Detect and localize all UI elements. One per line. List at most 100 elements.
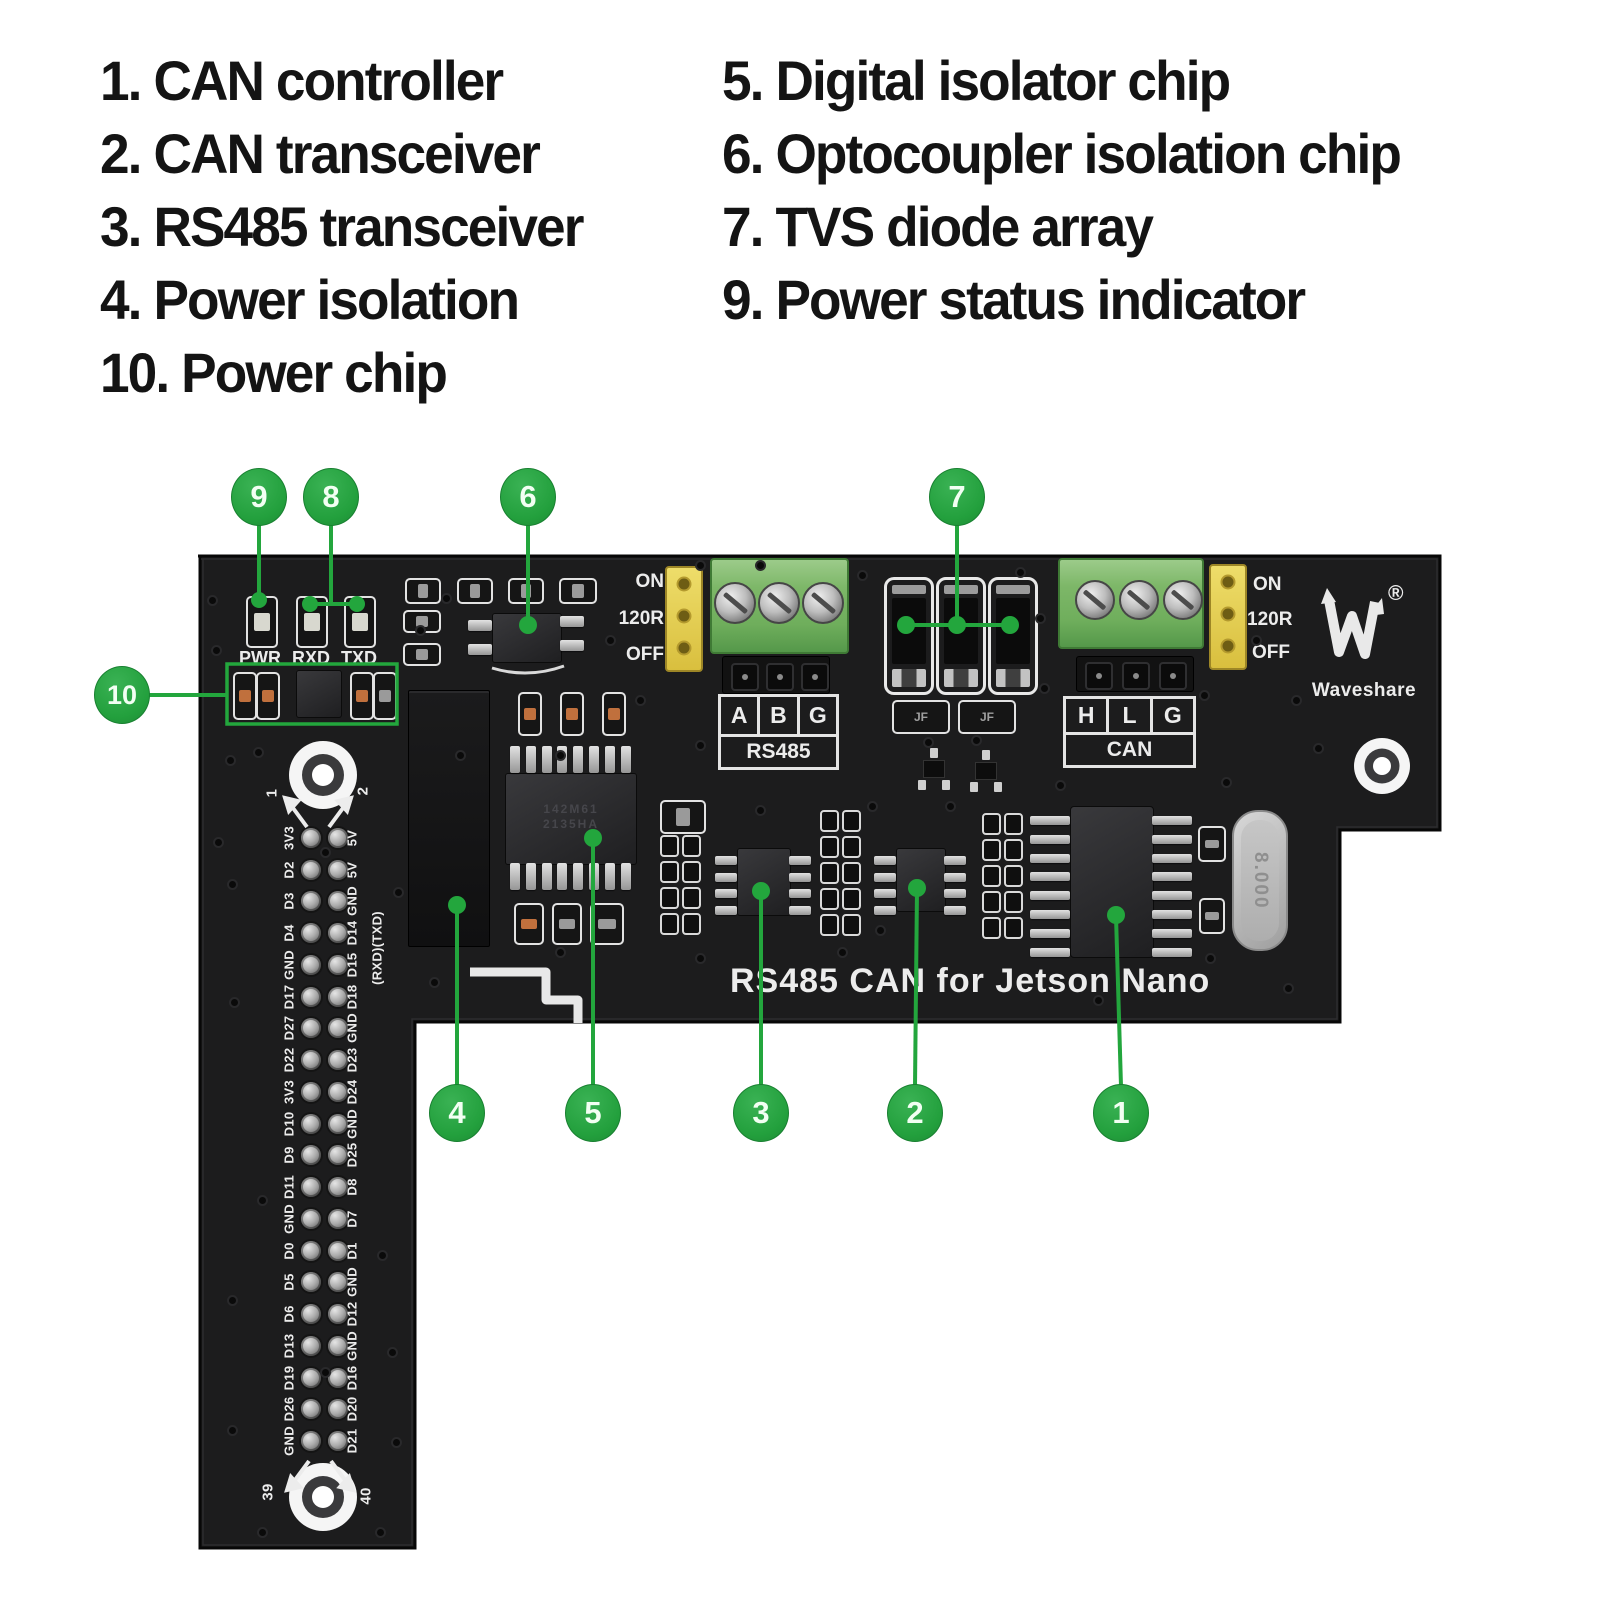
chip-lead: [1152, 834, 1192, 844]
gpio-pin: [328, 1431, 348, 1452]
can-port-label: CAN: [1066, 732, 1193, 765]
smd-component: [457, 578, 493, 604]
via-dot: [1293, 697, 1300, 704]
can-pin-l: L: [1109, 699, 1153, 732]
via-dot: [322, 1369, 329, 1376]
smd-array-cell: [982, 865, 1001, 887]
terminal-screw-icon: [1163, 580, 1203, 620]
via-dot: [215, 839, 222, 846]
legend-item: 7. TVS diode array: [722, 195, 1154, 258]
smd-array-cell: [820, 888, 839, 910]
via-dot: [1037, 615, 1044, 622]
chip-lead: [1030, 834, 1070, 844]
rs485-120r-jumper: [665, 566, 703, 672]
legend-left-column: 1. CAN controller 2. CAN transceiver 3. …: [100, 44, 584, 409]
callout-bubble-5: 5: [565, 1084, 621, 1142]
smd-component: [559, 578, 597, 604]
gpio-pin: [301, 1367, 321, 1388]
smd-component: [514, 903, 544, 945]
via-dot: [1315, 745, 1322, 752]
smd-array-cell: [842, 836, 861, 858]
chip-lead: [1152, 928, 1192, 938]
callout-bubble-7: 7: [929, 468, 985, 526]
smd-array-cell: [660, 913, 679, 935]
gpio-pin: [301, 1113, 321, 1134]
smd-component: [552, 903, 582, 945]
via-dot: [697, 562, 704, 569]
rs485-port-label: RS485: [721, 734, 836, 767]
callout-line-1: [1114, 915, 1123, 1087]
chip-lead: [874, 856, 896, 865]
smd-array-cell: [660, 887, 679, 909]
via-dot: [322, 849, 329, 856]
smd-array-cell: [660, 861, 679, 883]
terminal-screw-icon: [758, 582, 800, 624]
via-dot: [395, 889, 402, 896]
brand-name: Waveshare: [1311, 680, 1417, 701]
sot23-transistor: [916, 748, 952, 796]
pin1-arrow-icon: [291, 806, 309, 829]
smd-component: [256, 672, 280, 720]
can-pin-h: H: [1066, 699, 1110, 732]
legend-item: 10. Power chip: [100, 341, 448, 404]
gpio-pin: [328, 1335, 348, 1356]
gpio-pin: [328, 828, 348, 848]
via-dot: [1057, 782, 1064, 789]
chip-lead: [1030, 928, 1070, 938]
chip-lead: [468, 620, 492, 631]
terminal-screw-icon: [802, 582, 844, 624]
gpio-pin: [301, 1431, 321, 1452]
gpio-pin: [328, 1272, 348, 1293]
via-dot: [757, 562, 764, 569]
via-dot: [379, 1252, 386, 1259]
gpio-pin: [301, 859, 321, 880]
smd-array-cell: [842, 862, 861, 884]
chip-lead: [604, 863, 615, 890]
via-dot: [757, 807, 764, 814]
rs485-jumper-label-off: OFF: [626, 644, 664, 665]
gpio-pin: [328, 1081, 348, 1102]
chip-lead: [874, 889, 896, 898]
gpio-pin: [328, 1367, 348, 1388]
smd-array-cell: [820, 836, 839, 858]
rs485-pin-a: A: [721, 697, 761, 734]
callout-line-2: [913, 888, 919, 1087]
legend-right-column: 5. Digital isolator chip 6. Optocoupler …: [722, 44, 1402, 336]
pin40-arrowhead-icon: [336, 1473, 356, 1493]
gpio-pin: [328, 859, 348, 880]
via-dot: [229, 1427, 236, 1434]
via-dot: [1223, 779, 1230, 786]
smd-component: [560, 692, 584, 736]
legend-item: 5. Digital isolator chip: [722, 49, 1231, 112]
can-controller-chip: [1070, 806, 1154, 958]
gpio-pin: [301, 1208, 321, 1229]
via-dot: [925, 739, 932, 746]
can-pinout-table: H L G CAN: [1063, 696, 1196, 768]
chip-lead: [1152, 853, 1192, 863]
callout-bubble-8: 8: [303, 468, 359, 526]
gpio-pin: [328, 1208, 348, 1229]
chip-lead: [1030, 947, 1070, 957]
chip-lead: [557, 746, 568, 773]
via-dot: [393, 1439, 400, 1446]
registered-trademark: ®: [1388, 582, 1404, 605]
via-dot: [557, 949, 564, 956]
chip-lead: [715, 889, 737, 898]
legend-item: 9. Power status indicator: [722, 268, 1306, 331]
smd-component: [405, 578, 441, 604]
via-dot: [607, 637, 614, 644]
jf-component: JF: [892, 700, 950, 734]
gpio-corner-arrows: [282, 795, 356, 1493]
via-dot: [557, 752, 564, 759]
via-dot: [213, 647, 220, 654]
callout-bubble-10: 10: [94, 666, 150, 724]
via-dot: [859, 572, 866, 579]
chip-lead: [789, 872, 811, 882]
smd-array-cell: [682, 861, 701, 883]
chip-lead: [944, 905, 966, 915]
via-dot: [1285, 985, 1292, 992]
can-jumper-label-120r: 120R: [1247, 609, 1293, 630]
callout-bubble-1: 1: [1093, 1084, 1149, 1142]
gpio-pin: [328, 1145, 348, 1166]
